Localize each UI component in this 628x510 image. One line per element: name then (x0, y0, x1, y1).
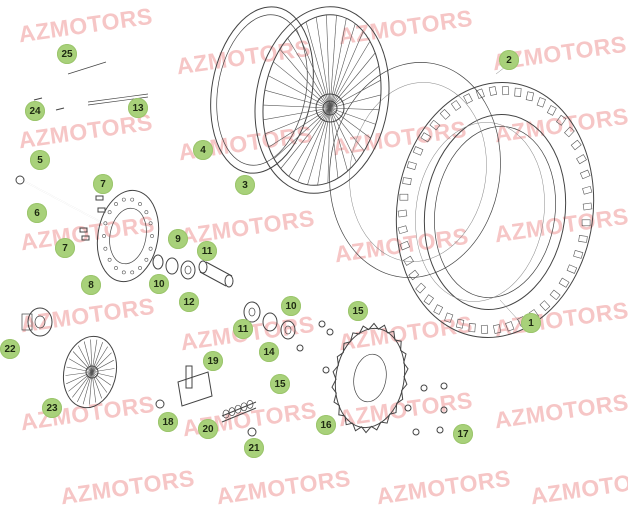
rear-axle (15, 175, 113, 229)
callout-11b[interactable]: 11 (233, 319, 253, 339)
callout-5[interactable]: 5 (30, 150, 50, 170)
callout-16[interactable]: 16 (316, 415, 336, 435)
tire-knobs (397, 86, 593, 334)
rear-sprocket (331, 322, 409, 434)
rear-rim (210, 6, 390, 194)
callout-1[interactable]: 1 (521, 313, 541, 333)
brake-disc (96, 189, 160, 283)
rear-tire (395, 82, 595, 338)
callout-17[interactable]: 17 (453, 424, 473, 444)
callout-3[interactable]: 3 (235, 175, 255, 195)
callout-25[interactable]: 25 (57, 44, 77, 64)
callout-7a[interactable]: 7 (93, 174, 113, 194)
small-bolts (79, 195, 106, 241)
callout-15a[interactable]: 15 (348, 301, 368, 321)
callout-18[interactable]: 18 (158, 412, 178, 432)
callout-21[interactable]: 21 (244, 438, 264, 458)
callout-8[interactable]: 8 (81, 275, 101, 295)
inner-tube (329, 62, 501, 278)
callout-23[interactable]: 23 (42, 398, 62, 418)
sprocket-fasteners (296, 320, 448, 436)
callout-2[interactable]: 2 (499, 50, 519, 70)
callout-20[interactable]: 20 (198, 419, 218, 439)
callout-10a[interactable]: 10 (149, 274, 169, 294)
callout-19[interactable]: 19 (203, 351, 223, 371)
callout-15b[interactable]: 15 (270, 374, 290, 394)
callout-9[interactable]: 9 (168, 229, 188, 249)
callout-12[interactable]: 12 (179, 292, 199, 312)
hub-and-spoked-wheel (21, 307, 118, 409)
callout-6[interactable]: 6 (27, 203, 47, 223)
callout-10b[interactable]: 10 (281, 296, 301, 316)
chain-parts (155, 365, 257, 437)
leader-lines (495, 63, 521, 323)
callout-11a[interactable]: 11 (197, 241, 217, 261)
exploded-view-drawing (15, 6, 595, 437)
hub-spacers (152, 254, 296, 340)
callout-4[interactable]: 4 (193, 140, 213, 160)
callout-13[interactable]: 13 (128, 98, 148, 118)
callout-7b[interactable]: 7 (55, 238, 75, 258)
callout-14[interactable]: 14 (259, 342, 279, 362)
callout-24[interactable]: 24 (25, 101, 45, 121)
callout-22[interactable]: 22 (0, 339, 20, 359)
